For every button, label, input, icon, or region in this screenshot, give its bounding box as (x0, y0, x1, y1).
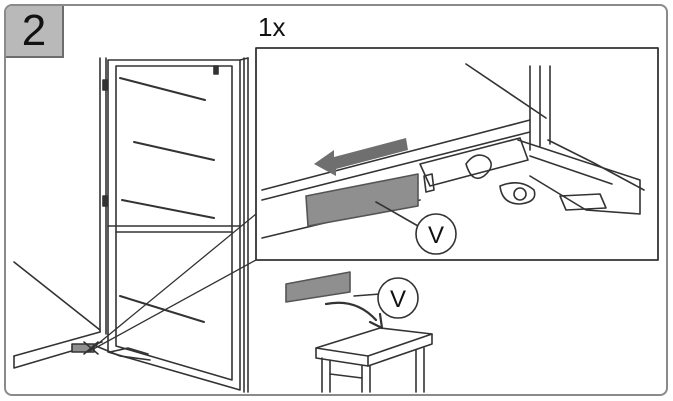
place-aside-arrow (324, 301, 378, 322)
removed-callout-circle (377, 277, 419, 319)
detail-callout-text: V (428, 222, 444, 249)
removal-direction-arrow (314, 138, 408, 176)
open-door (107, 57, 249, 393)
removed-cover-part (285, 271, 351, 303)
detail-callout-line (375, 201, 419, 227)
zoom-lines (87, 213, 257, 353)
detail-callout-circle (415, 213, 457, 255)
step-number-badge: 2 (6, 6, 64, 58)
cabinet-body (13, 57, 107, 369)
stool (315, 327, 433, 393)
bottom-hinge-area (71, 341, 151, 361)
removed-callout-text: V (390, 286, 406, 313)
step-number: 2 (21, 6, 47, 55)
removed-callout-line (353, 293, 381, 297)
door-shelves (119, 77, 215, 323)
door-hinge-marks (102, 65, 219, 207)
detail-cover-part (305, 173, 419, 227)
quantity-label: 1x (258, 12, 286, 42)
